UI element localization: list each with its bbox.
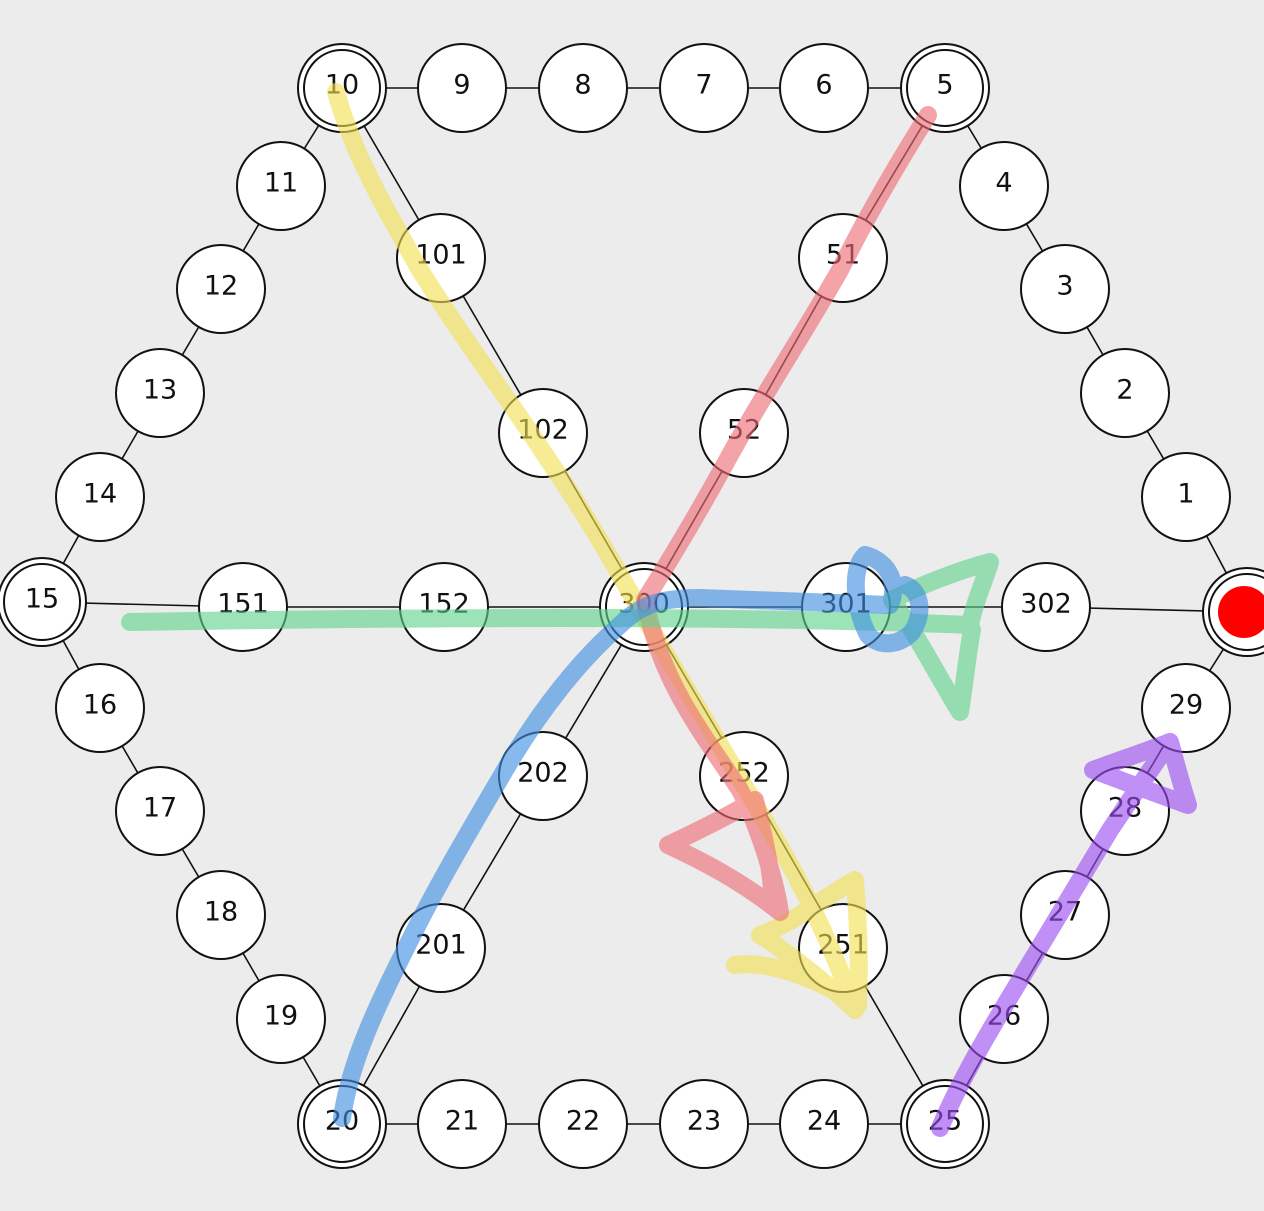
- node-circle: [538, 1079, 628, 1169]
- node-16[interactable]: 16: [55, 663, 145, 753]
- node-label: 6: [815, 70, 832, 101]
- red-dot-marker-icon: [1218, 586, 1264, 638]
- node-8[interactable]: 8: [538, 43, 628, 133]
- node-29[interactable]: 29: [1141, 663, 1231, 753]
- node-23[interactable]: 23: [659, 1079, 749, 1169]
- node-inner-ring: [1208, 573, 1264, 651]
- node-label: 29: [1169, 690, 1203, 721]
- node-label: 16: [83, 690, 117, 721]
- node-label: 1: [1177, 479, 1194, 510]
- node-circle: [959, 141, 1049, 231]
- node-circle: [236, 974, 326, 1064]
- node-label: 13: [143, 375, 177, 406]
- node-circle: [417, 1079, 507, 1169]
- green-stroke: [121, 553, 999, 721]
- node-label: 22: [566, 1106, 600, 1137]
- node-circle: [236, 141, 326, 231]
- node-label: 201: [415, 930, 467, 961]
- node-circle: [55, 663, 145, 753]
- node-label: 4: [995, 168, 1012, 199]
- node-label: 19: [264, 1001, 298, 1032]
- node-circle: [779, 1079, 869, 1169]
- node-circle: [1141, 452, 1231, 542]
- highlight-strokes-layer: [121, 83, 1197, 1137]
- node-12[interactable]: 12: [176, 244, 266, 334]
- node-21[interactable]: 21: [417, 1079, 507, 1169]
- node-11[interactable]: 11: [236, 141, 326, 231]
- node-17[interactable]: 17: [115, 766, 205, 856]
- node-label: 2: [1116, 375, 1133, 406]
- node-circle: [1020, 244, 1110, 334]
- node-circle: [1141, 663, 1231, 753]
- node-label: 21: [445, 1106, 479, 1137]
- node-9[interactable]: 9: [417, 43, 507, 133]
- node-label: 18: [204, 897, 238, 928]
- node-circle: [55, 452, 145, 542]
- node-label: 11: [264, 168, 298, 199]
- node-302[interactable]: 302: [1001, 562, 1091, 652]
- node-label: 7: [695, 70, 712, 101]
- node-19[interactable]: 19: [236, 974, 326, 1064]
- node-label: 8: [574, 70, 591, 101]
- yellow-stroke: [327, 83, 868, 1019]
- node-24[interactable]: 24: [779, 1079, 869, 1169]
- node-6[interactable]: 6: [779, 43, 869, 133]
- node-circle: [538, 43, 628, 133]
- node-circle: [1080, 348, 1170, 438]
- node-label: 202: [517, 758, 569, 789]
- node-152[interactable]: 152: [399, 562, 489, 652]
- node-label: 14: [83, 479, 117, 510]
- node-inner-ring: [906, 1085, 984, 1163]
- node-label: 17: [143, 793, 177, 824]
- node-14[interactable]: 14: [55, 452, 145, 542]
- node-15[interactable]: 15: [0, 557, 87, 647]
- node-label: 15: [25, 584, 59, 615]
- node-151[interactable]: 151: [198, 562, 288, 652]
- node-outer-ring: [0, 557, 87, 647]
- node-circle: [659, 43, 749, 133]
- node-label: 23: [687, 1106, 721, 1137]
- node-label: 302: [1020, 589, 1072, 620]
- node-inner-ring: [3, 563, 81, 641]
- node-5[interactable]: 5: [900, 43, 990, 133]
- node-4[interactable]: 4: [959, 141, 1049, 231]
- node-7[interactable]: 7: [659, 43, 749, 133]
- node-label: 9: [453, 70, 470, 101]
- node-label: 12: [204, 271, 238, 302]
- node-circle: [176, 870, 266, 960]
- blue-stroke: [333, 546, 929, 1127]
- node-13[interactable]: 13: [115, 348, 205, 438]
- node-circle: [115, 348, 205, 438]
- node-circle: [115, 766, 205, 856]
- node-3[interactable]: 3: [1020, 244, 1110, 334]
- node-18[interactable]: 18: [176, 870, 266, 960]
- node-label: 3: [1056, 271, 1073, 302]
- node-marker-node[interactable]: [1202, 567, 1264, 657]
- node-label: 5: [936, 70, 953, 101]
- node-circle: [659, 1079, 749, 1169]
- node-circle: [399, 562, 489, 652]
- node-label: 24: [807, 1106, 841, 1137]
- node-1[interactable]: 1: [1141, 452, 1231, 542]
- node-inner-ring: [906, 49, 984, 127]
- red-stroke: [636, 106, 937, 921]
- node-circle: [1001, 562, 1091, 652]
- node-2[interactable]: 2: [1080, 348, 1170, 438]
- node-circle: [417, 43, 507, 133]
- purple-stroke: [931, 733, 1197, 1137]
- node-circle: [176, 244, 266, 334]
- node-circle: [779, 43, 869, 133]
- node-22[interactable]: 22: [538, 1079, 628, 1169]
